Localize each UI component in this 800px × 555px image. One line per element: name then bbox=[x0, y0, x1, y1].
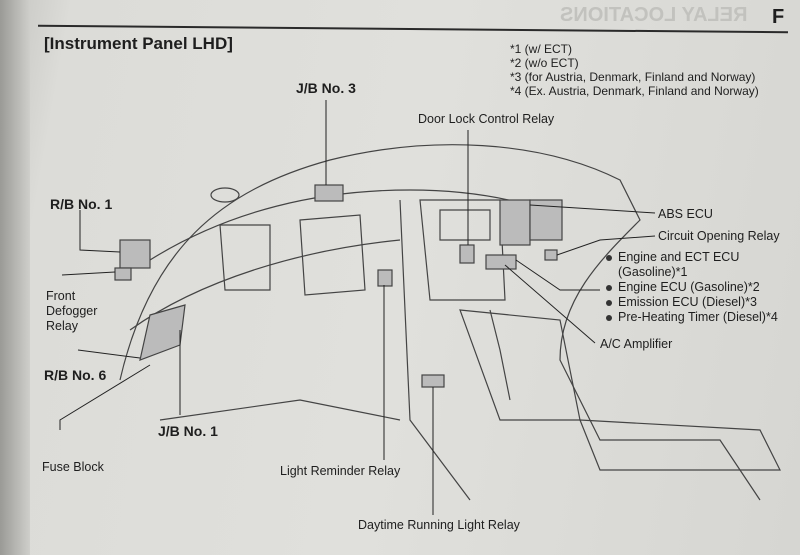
label-ac-amplifier: A/C Amplifier bbox=[600, 337, 673, 351]
ecu-item: Engine ECU (Gasoline)*2 bbox=[606, 280, 778, 295]
ecu-text: Emission ECU (Diesel)*3 bbox=[618, 295, 757, 309]
ecu-text: (Gasoline)*1 bbox=[618, 265, 688, 279]
ecu-text: Pre-Heating Timer (Diesel)*4 bbox=[618, 310, 778, 324]
ecu-item: Emission ECU (Diesel)*3 bbox=[606, 295, 778, 310]
label-fuse-block: Fuse Block bbox=[42, 460, 104, 474]
note: *1 (w/ ECT) bbox=[510, 42, 573, 56]
label-door-lock-control-relay: Door Lock Control Relay bbox=[418, 112, 555, 126]
bullet-icon bbox=[606, 315, 612, 321]
ecu-item: Engine and ECT ECU(Gasoline)*1 bbox=[606, 250, 778, 280]
label-abs-ecu: ABS ECU bbox=[658, 207, 713, 221]
ecu-item: Pre-Heating Timer (Diesel)*4 bbox=[606, 310, 778, 325]
label-jb-no3: J/B No. 3 bbox=[296, 80, 356, 96]
label-rb-no6: R/B No. 6 bbox=[44, 367, 107, 383]
ecu-text: Engine ECU (Gasoline)*2 bbox=[618, 280, 760, 294]
book-gutter bbox=[0, 0, 30, 555]
ecu-text: Engine and ECT ECU bbox=[618, 250, 740, 264]
label-daytime-running-light-relay: Daytime Running Light Relay bbox=[358, 518, 520, 532]
note: *2 (w/o ECT) bbox=[510, 56, 579, 70]
label-front-defogger-relay: Front Defogger Relay bbox=[46, 289, 97, 334]
footnotes: *1 (w/ ECT) *2 (w/o ECT) *3 (for Austria… bbox=[510, 42, 759, 98]
label-rb-no1: R/B No. 1 bbox=[50, 196, 113, 212]
note: *4 (Ex. Austria, Denmark, Finland and No… bbox=[510, 84, 759, 98]
label-jb-no1: J/B No. 1 bbox=[158, 423, 218, 439]
label-line: Relay bbox=[46, 319, 78, 333]
label-light-reminder-relay: Light Reminder Relay bbox=[280, 464, 401, 478]
bullet-icon bbox=[606, 300, 612, 306]
page-title: [Instrument Panel LHD] bbox=[44, 34, 233, 53]
label-line: Front bbox=[46, 289, 76, 303]
label-line: Defogger bbox=[46, 304, 98, 318]
ecu-list: Engine and ECT ECU(Gasoline)*1 Engine EC… bbox=[606, 250, 778, 325]
section-letter: F bbox=[772, 6, 785, 28]
bullet-icon bbox=[606, 285, 612, 291]
bullet-icon bbox=[606, 255, 612, 261]
label-circuit-opening-relay: Circuit Opening Relay bbox=[658, 229, 780, 243]
note: *3 (for Austria, Denmark, Finland and No… bbox=[510, 70, 756, 84]
